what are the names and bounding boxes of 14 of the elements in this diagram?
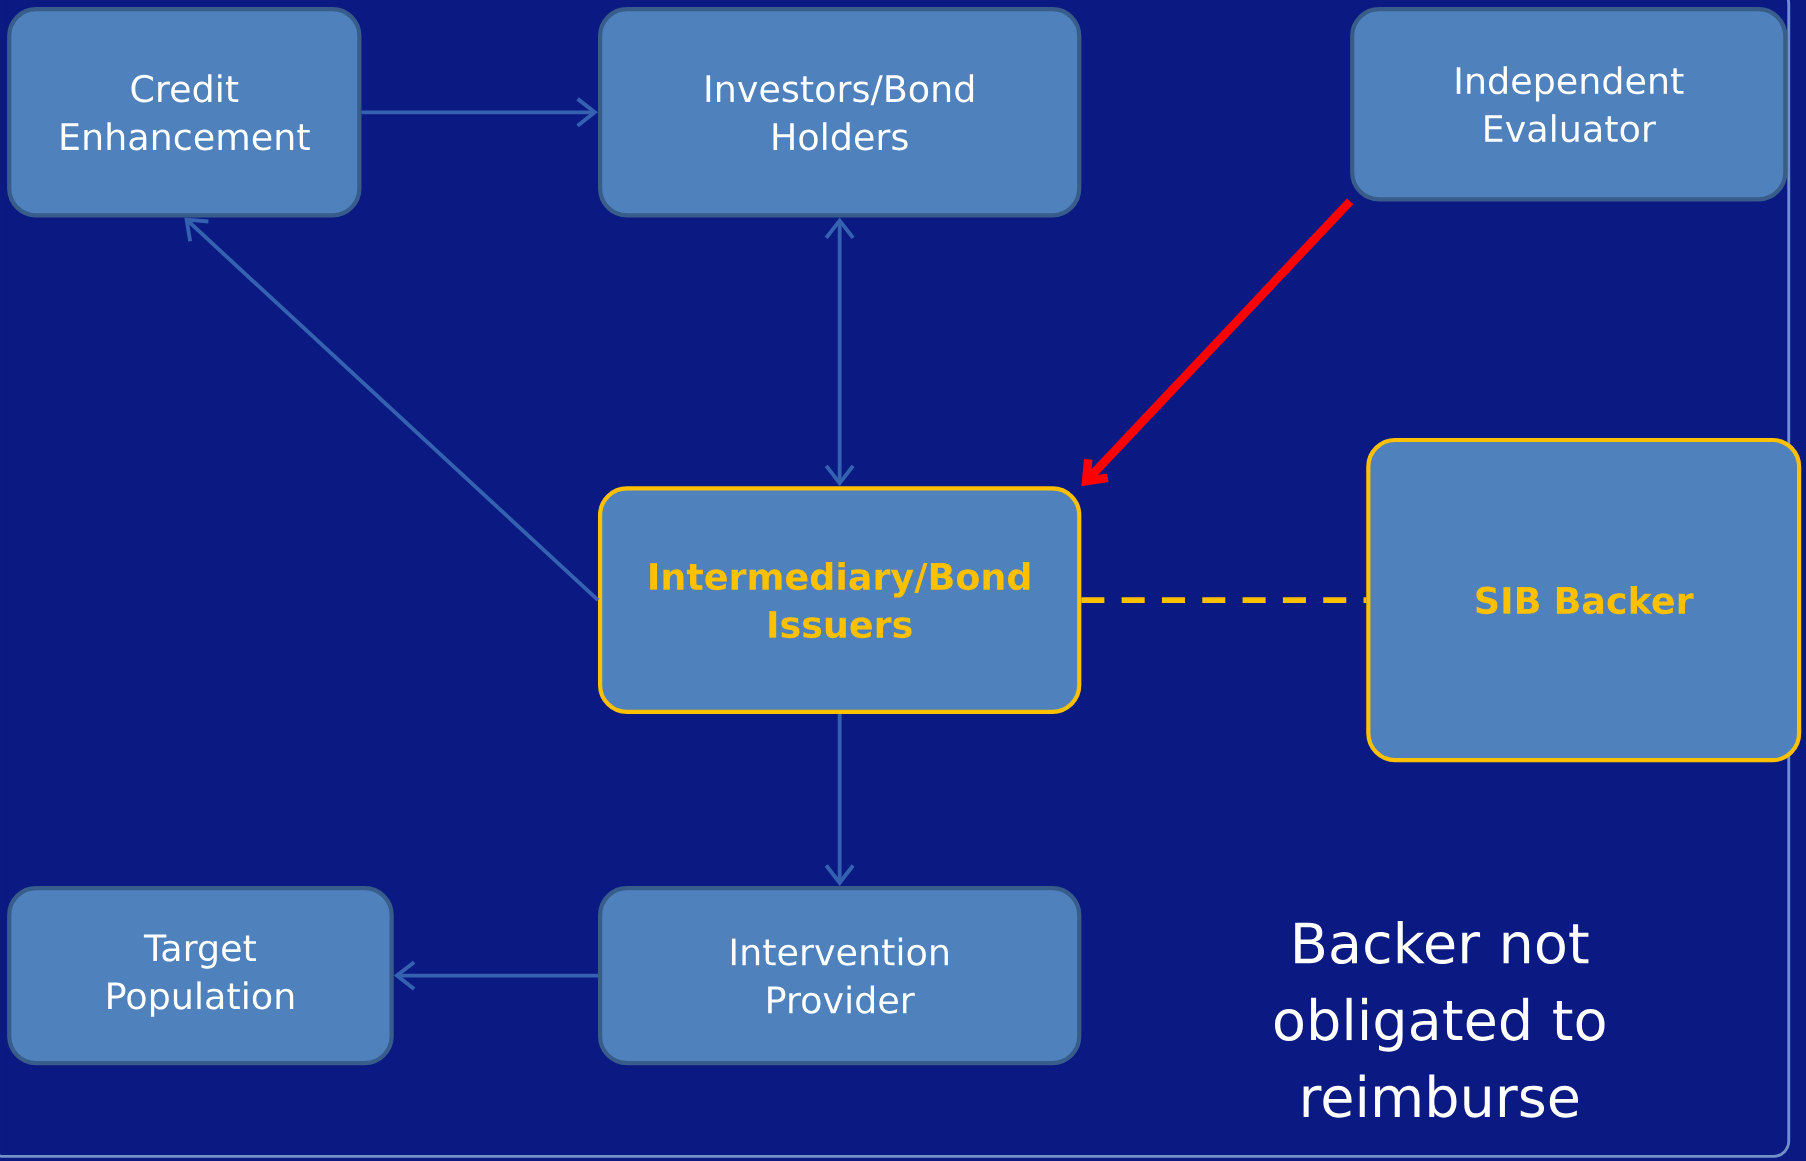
arrow — [184, 217, 600, 602]
process-box: Investors/Bond Holders — [598, 7, 1082, 218]
arrow — [824, 713, 855, 886]
process-box: Credit Enhancement — [7, 7, 362, 218]
arrow — [393, 960, 598, 991]
process-box: SIB Backer — [1366, 437, 1802, 763]
arrow — [361, 97, 598, 128]
arrow — [824, 217, 855, 487]
process-box: Target Population — [7, 885, 394, 1066]
note-text: Backer not obligated to reimburse — [1275, 921, 1605, 1118]
process-box: Intervention Provider — [598, 885, 1082, 1066]
arrow — [1081, 198, 1354, 487]
process-box: Independent Evaluator — [1350, 7, 1788, 202]
process-box: Intermediary/Bond Issuers — [598, 486, 1082, 714]
